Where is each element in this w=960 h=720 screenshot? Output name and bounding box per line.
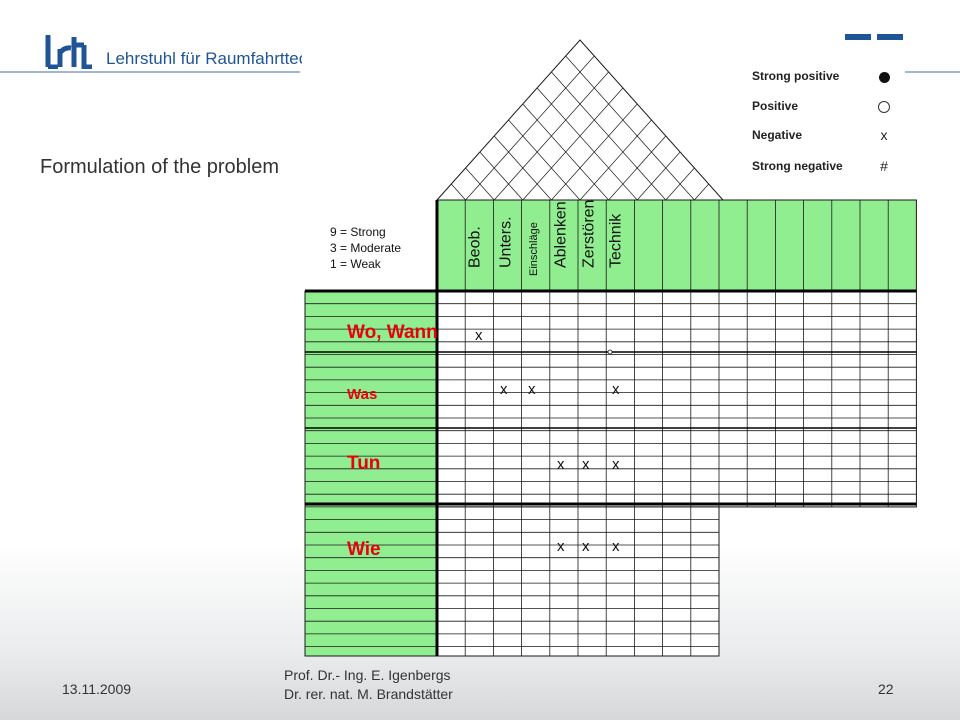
correlation-legend: Strong positive Positive Negative x Stro… (752, 60, 912, 180)
footer-date: 13.11.2009 (62, 681, 132, 697)
relationship-mark: x (557, 456, 565, 473)
roof-line (479, 151, 524, 201)
column-label: Einschläge (528, 222, 540, 276)
roof-line (579, 119, 652, 201)
roof-line (551, 71, 667, 201)
roof-triangle (435, 39, 725, 201)
strength-scale: 9 = Strong 3 = Moderate 1 = Weak (330, 224, 401, 272)
marker-dot (607, 349, 613, 355)
roof-line (465, 167, 495, 201)
roof-line (694, 183, 709, 201)
lrt-logo-icon (45, 35, 92, 69)
relationship-mark: x (612, 538, 620, 555)
relationship-mark: x (612, 381, 620, 398)
roof-line (636, 151, 681, 201)
legend-item-positive: Positive (752, 96, 912, 116)
roof-line (451, 183, 466, 201)
matrix-body-upper (436, 290, 917, 508)
roof-line (508, 119, 581, 201)
roof-line (536, 87, 638, 201)
header-rule (0, 71, 300, 73)
column-label: Unters. (497, 216, 514, 268)
relationship-mark: x (500, 381, 508, 398)
relationship-mark: x (475, 327, 483, 344)
scale-weak: 1 = Weak (330, 257, 381, 271)
relationship-mark: x (582, 456, 590, 473)
legend-item-strong-negative: Strong negative # (752, 156, 912, 176)
roof-line (493, 135, 552, 201)
filled-circle-icon (872, 66, 896, 86)
row-label: Was (347, 386, 377, 403)
footer-author: Prof. Dr.- Ing. E. Igenbergs Dr. rer. na… (284, 667, 453, 702)
relationship-mark: x (557, 538, 565, 555)
relationship-mark: x (612, 456, 620, 473)
page-number: 22 (878, 681, 894, 697)
slide-title: Formulation of the problem (40, 156, 280, 178)
row-label: Wo, Wann (347, 322, 438, 343)
relationship-mark: x (528, 381, 536, 398)
hash-mark-icon: # (880, 158, 888, 174)
column-label: Beob. (466, 226, 483, 268)
row-label: Wie (347, 539, 381, 560)
x-mark-icon: x (880, 127, 888, 143)
column-label: Zerstören (581, 200, 598, 268)
institution-name: Lehrstuhl für Raumfahrttech (106, 49, 302, 68)
scale-moderate: 3 = Moderate (330, 241, 402, 255)
roof-line (522, 87, 624, 201)
column-label: Technik (607, 213, 624, 268)
relationship-mark: x (582, 538, 590, 555)
row-label: Tun (347, 453, 380, 474)
column-label: Ablenken (552, 201, 569, 268)
legend-item-negative: Negative x (752, 125, 912, 145)
header-rule-right (905, 71, 960, 73)
roof-line (465, 55, 595, 201)
roof-line (565, 55, 695, 201)
roof-line (522, 103, 609, 201)
open-circle-icon (872, 96, 896, 116)
legend-item-strong-positive: Strong positive (752, 66, 912, 86)
scale-strong: 9 = Strong (330, 225, 386, 239)
